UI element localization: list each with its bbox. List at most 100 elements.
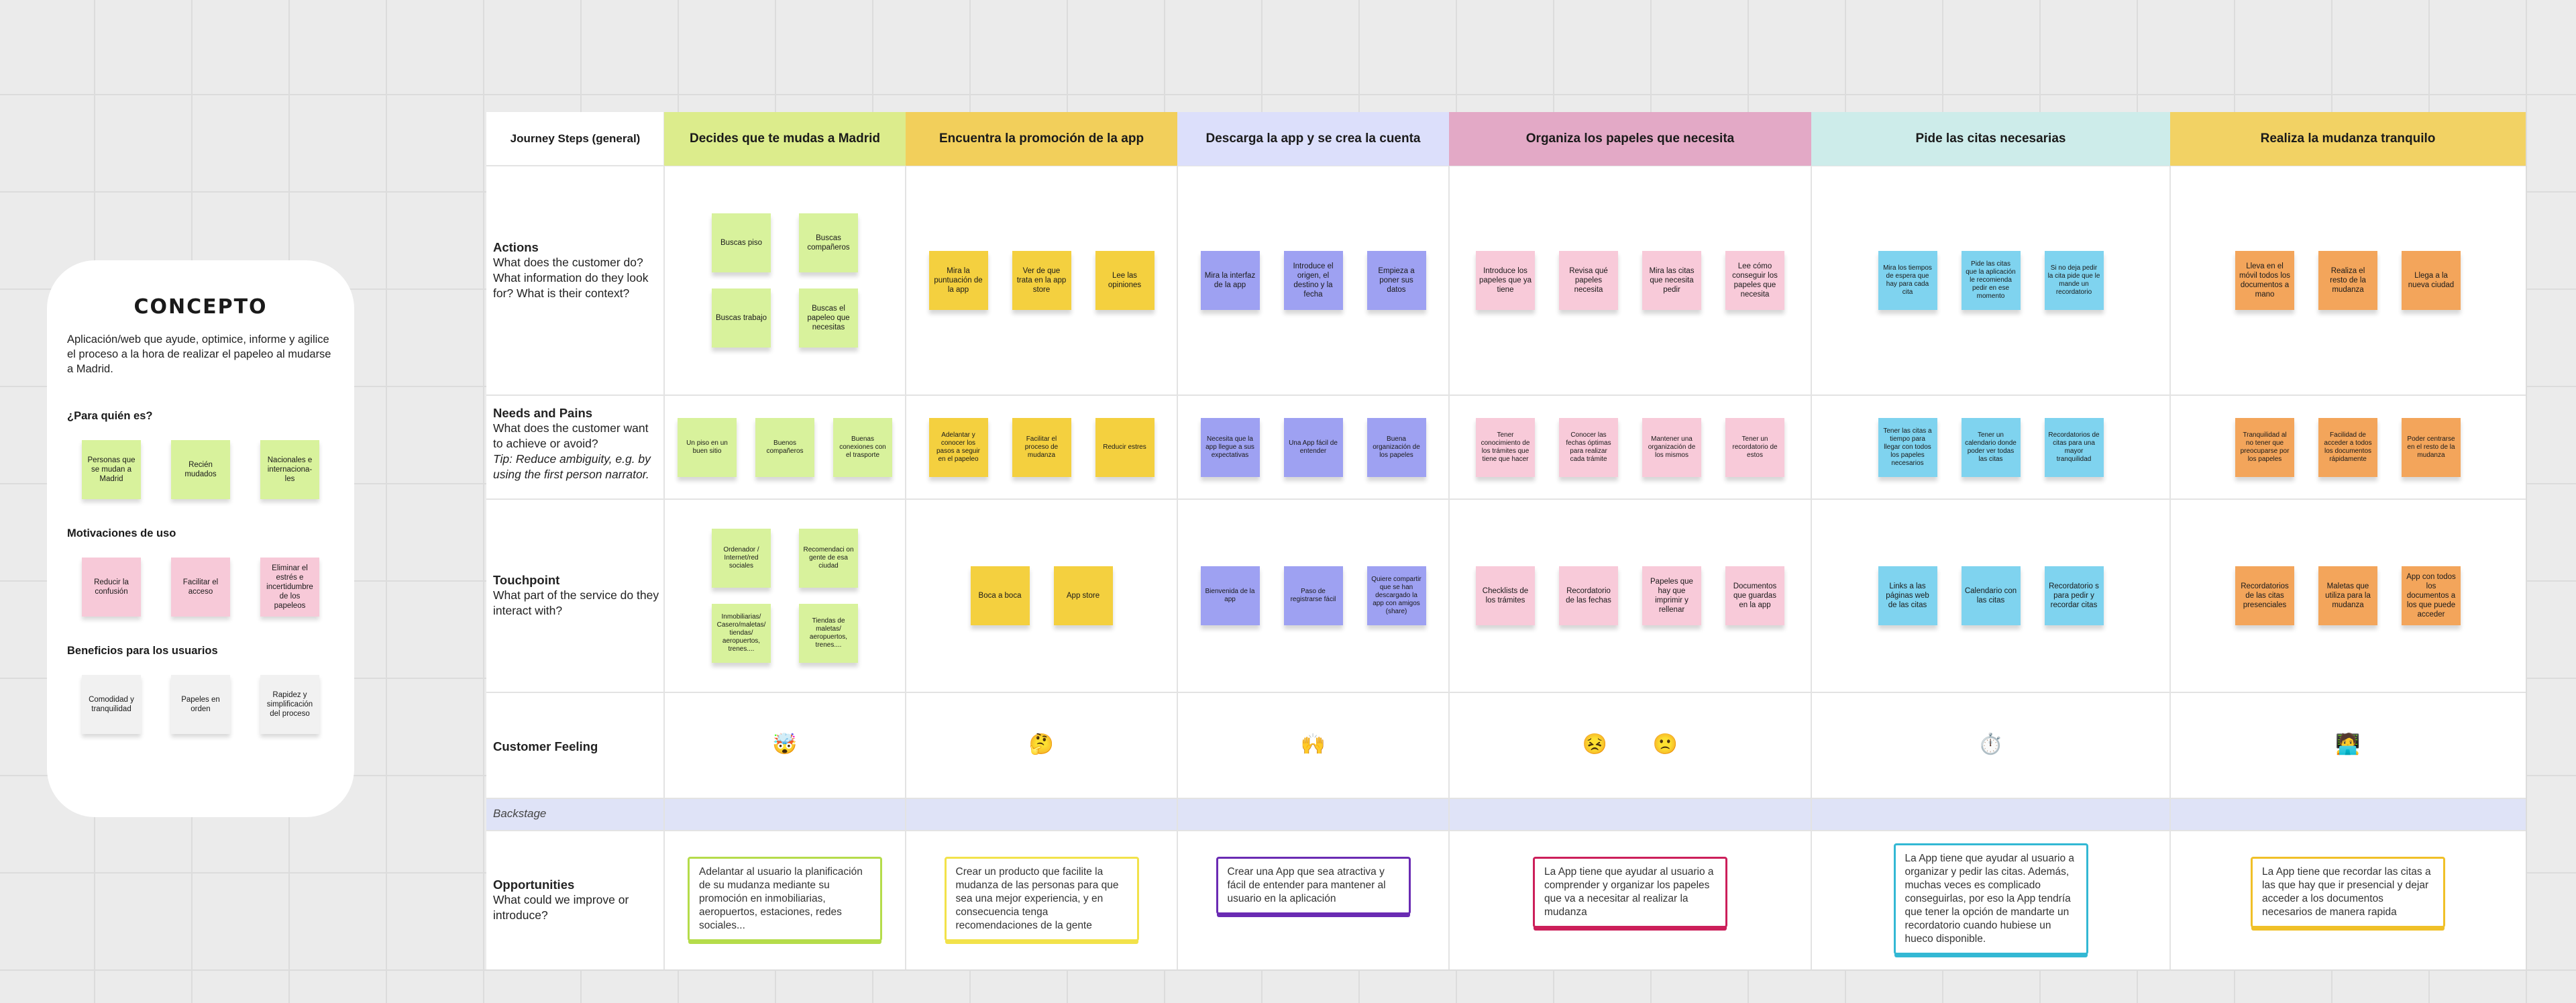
- sticky-note[interactable]: Recordatorio s para pedir y recordar cit…: [2044, 566, 2104, 625]
- sticky-note[interactable]: Ordenador / Internet/red sociales: [712, 529, 771, 588]
- sticky-note[interactable]: Tiendas de maletas/ aeropuertos, trenes.…: [799, 604, 858, 663]
- sticky-note[interactable]: Quiere compartir que se han descargado l…: [1366, 566, 1426, 625]
- sticky-note[interactable]: Tranquilidad al no tener que preocuparse…: [2235, 417, 2294, 477]
- sticky-note[interactable]: Recomendaci on gente de esa ciudad: [799, 529, 858, 588]
- sticky-note[interactable]: Recordatorios de las citas presenciales: [2235, 566, 2294, 625]
- persevering-face-icon: 😣: [1582, 733, 1608, 755]
- sticky-note[interactable]: Tener un calendario donde poder ver toda…: [1961, 417, 2021, 477]
- sticky-note[interactable]: Buenas conexiones con el trasporte: [833, 417, 892, 477]
- stage-header: Decides que te mudas a Madrid: [664, 112, 906, 166]
- sticky-note[interactable]: Empieza a poner sus datos: [1366, 251, 1426, 310]
- sticky-note[interactable]: Una App fácil de entender: [1283, 417, 1343, 477]
- stage-header: Encuentra la promoción de la app: [906, 112, 1177, 166]
- opportunity-card[interactable]: La App tiene que recordar las citas a la…: [2251, 857, 2445, 928]
- sticky-note[interactable]: Buenos compañeros: [755, 417, 814, 477]
- sticky-note[interactable]: Si no deja pedir la cita pide que le man…: [2044, 251, 2104, 310]
- sticky-note[interactable]: Tener las citas a tiempo para llegar con…: [1878, 417, 1937, 477]
- sticky-note[interactable]: Realiza el resto de la mudanza: [2318, 251, 2377, 310]
- row-divider: [486, 830, 2526, 831]
- opportunity-card[interactable]: La App tiene que ayudar al usuario a org…: [1893, 843, 2088, 955]
- sticky-note[interactable]: App store: [1053, 566, 1113, 625]
- sticky-note[interactable]: Lee cómo conseguir los papeles que neces…: [1725, 251, 1784, 310]
- sticky-note[interactable]: Facilitar el proceso de mudanza: [1012, 417, 1071, 477]
- row-label-opportunities: Opportunities What could we improve or i…: [493, 878, 629, 922]
- column-divider: [905, 112, 906, 969]
- sticky-note[interactable]: Links a las páginas web de las citas: [1878, 566, 1937, 625]
- opportunity-card[interactable]: Crear una App que sea atractiva y fácil …: [1216, 857, 1411, 914]
- sticky-note[interactable]: Pide las citas que la aplicación le reco…: [1961, 251, 2021, 310]
- sticky-note[interactable]: Checklists de los trámites: [1476, 566, 1535, 625]
- sticky-note[interactable]: Buena organización de los papeles: [1366, 417, 1426, 477]
- concept-sections: ¿Para quién es?Personas que se mudan a M…: [67, 410, 334, 734]
- sticky-note[interactable]: Poder centrarse en el resto de la mudanz…: [2402, 417, 2461, 477]
- opportunity-text: La App tiene que ayudar al usuario a com…: [1544, 866, 1714, 918]
- concept-section-heading: Motivaciones de uso: [67, 527, 176, 539]
- frowning-face-icon: 🙁: [1652, 733, 1678, 755]
- sticky-note[interactable]: Reducir la confusión: [82, 558, 141, 617]
- opportunity-card[interactable]: Adelantar al usuario la planificación de…: [688, 857, 882, 941]
- sticky-note[interactable]: Tener conocimiento de los trámites que t…: [1476, 417, 1535, 477]
- sticky-note[interactable]: Buscas piso: [712, 213, 771, 272]
- exploding-head-icon: 🤯: [772, 733, 798, 755]
- sticky-note[interactable]: Introduce los papeles que ya tiene: [1476, 251, 1535, 310]
- sticky-note[interactable]: Un piso en un buen sitio: [678, 417, 737, 477]
- sticky-note[interactable]: Conocer las fechas óptimas para realizar…: [1559, 417, 1618, 477]
- raising-hands-icon: 🙌: [1300, 733, 1326, 755]
- sticky-note[interactable]: Lleva en el móvil todos los documentos a…: [2235, 251, 2294, 310]
- sticky-note[interactable]: Calendario con las citas: [1961, 566, 2021, 625]
- sticky-note[interactable]: Lee las opiniones: [1095, 251, 1155, 310]
- stage-header: Pide las citas necesarias: [1811, 112, 2170, 166]
- sticky-note[interactable]: Mira la interfaz de la app: [1200, 251, 1260, 310]
- sticky-note[interactable]: Mira la puntuación de la app: [928, 251, 988, 310]
- sticky-note[interactable]: Inmobiliarias/ Casero/maletas/ tiendas/ …: [712, 604, 771, 663]
- sticky-note[interactable]: Personas que se mudan a Madrid: [82, 440, 141, 499]
- sticky-note[interactable]: Introduce el origen, el destino y la fec…: [1283, 251, 1343, 310]
- sticky-note[interactable]: Maletas que utiliza para la mudanza: [2318, 566, 2377, 625]
- sticky-note[interactable]: Llega a la nueva ciudad: [2402, 251, 2461, 310]
- concept-note-row: Comodidad y tranquilidad Papeles en orden…: [67, 675, 334, 734]
- sticky-note[interactable]: Facilidad de acceder a todos los documen…: [2318, 417, 2377, 477]
- opportunity-text: Crear un producto que facilite la mudanz…: [955, 866, 1119, 931]
- sticky-note[interactable]: Papeles que hay que imprimir y rellenar: [1642, 566, 1701, 625]
- sticky-note[interactable]: Paso de registrarse fácil: [1283, 566, 1343, 625]
- sticky-note[interactable]: Revisa qué papeles necesita: [1559, 251, 1618, 310]
- sticky-note[interactable]: Adelantar y conocer los pasos a seguir e…: [928, 417, 988, 477]
- sticky-note[interactable]: Mantener una organización de los mismos: [1642, 417, 1701, 477]
- sticky-note[interactable]: Eliminar el estrés e incertidumbre de lo…: [260, 558, 319, 617]
- row-label-touchpoint: Touchpoint What part of the service do t…: [493, 573, 659, 617]
- sticky-note[interactable]: Ver de que trata en la app store: [1012, 251, 1071, 310]
- sticky-note[interactable]: Mira los tiempos de espera que hay para …: [1878, 251, 1937, 310]
- sticky-note[interactable]: App con todos los documentos a los que p…: [2402, 566, 2461, 625]
- sticky-note[interactable]: Buscas el papeleo que necesitas: [799, 288, 858, 348]
- backstage-band: [486, 798, 2526, 831]
- sticky-note[interactable]: Nacionales e internaciona-les: [260, 440, 319, 499]
- sticky-note[interactable]: Comodidad y tranquilidad: [82, 675, 141, 734]
- concept-section-heading: Beneficios para los usuarios: [67, 645, 218, 657]
- concept-title: CONCEPTO: [133, 295, 268, 319]
- column-divider: [2169, 112, 2171, 969]
- sticky-note[interactable]: Necesita que la app llegue a sus expecta…: [1200, 417, 1260, 477]
- sticky-note[interactable]: Papeles en orden: [171, 675, 230, 734]
- thinking-face-icon: 🤔: [1028, 733, 1055, 755]
- sticky-note[interactable]: Bienvenida de la app: [1200, 566, 1260, 625]
- stage-header: Organiza los papeles que necesita: [1449, 112, 1811, 166]
- concept-card: CONCEPTO Aplicación/web que ayude, optim…: [47, 260, 354, 817]
- opportunity-card[interactable]: Crear un producto que facilite la mudanz…: [944, 857, 1139, 941]
- sticky-note[interactable]: Reducir estres: [1095, 417, 1155, 477]
- stage-header: Realiza la mudanza tranquilo: [2170, 112, 2526, 166]
- row-divider: [486, 498, 2526, 500]
- sticky-note[interactable]: Boca a boca: [970, 566, 1030, 625]
- opportunity-text: Adelantar al usuario la planificación de…: [699, 866, 863, 931]
- sticky-note[interactable]: Rapidez y simplificación del proceso: [260, 675, 319, 734]
- sticky-note[interactable]: Recordatorios de citas para una mayor tr…: [2044, 417, 2104, 477]
- sticky-note[interactable]: Recordatorio de las fechas: [1559, 566, 1618, 625]
- sticky-note[interactable]: Buscas compañeros: [799, 213, 858, 272]
- opportunity-card[interactable]: La App tiene que ayudar al usuario a com…: [1533, 857, 1727, 928]
- sticky-note[interactable]: Facilitar el acceso: [171, 558, 230, 617]
- sticky-note[interactable]: Mira las citas que necesita pedir: [1642, 251, 1701, 310]
- sticky-note[interactable]: Buscas trabajo: [712, 288, 771, 348]
- sticky-note[interactable]: Recién mudados: [171, 440, 230, 499]
- sticky-note[interactable]: Documentos que guardas en la app: [1725, 566, 1784, 625]
- technologist-icon: 🧑‍💻: [2335, 733, 2361, 755]
- sticky-note[interactable]: Tener un recordatorio de estos: [1725, 417, 1784, 477]
